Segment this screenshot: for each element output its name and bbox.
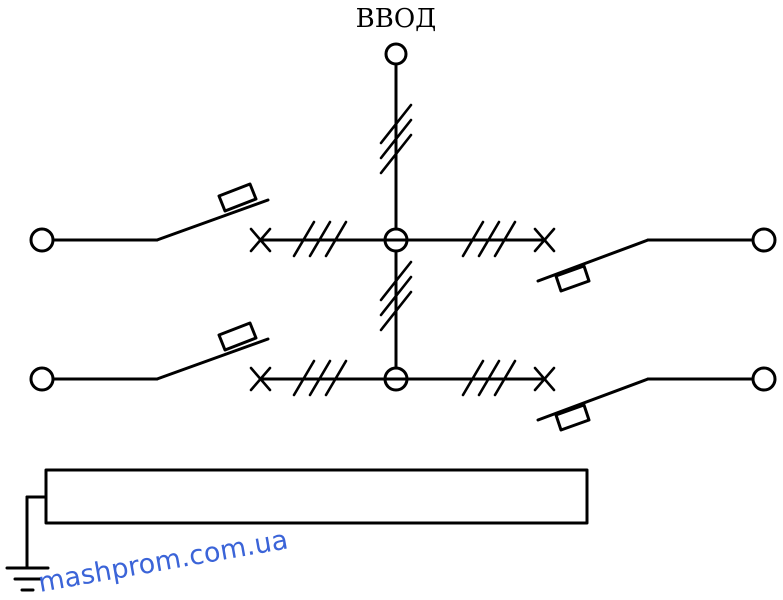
cabinet-enclosure (44, 468, 589, 525)
input-label: ВВОД (356, 4, 437, 34)
lower-left-branch (249, 359, 387, 397)
lower-right-breaker (536, 377, 754, 432)
upper-left-branch (249, 220, 387, 258)
input-terminal (384, 42, 408, 66)
lower-right-branch (405, 359, 556, 397)
watermark-text: mashprom.com.ua (36, 524, 291, 598)
vertical-feeder-upper (379, 62, 413, 232)
upper-bus-node (383, 227, 409, 253)
vertical-feeder-lower (379, 248, 413, 370)
lower-bus-node (383, 366, 409, 392)
upper-right-branch (405, 220, 556, 258)
upper-right-terminal (751, 227, 777, 253)
lower-right-terminal (751, 366, 777, 392)
upper-left-terminal (29, 227, 55, 253)
ground-symbol (5, 495, 50, 592)
lower-left-terminal (29, 366, 55, 392)
upper-left-breaker (52, 182, 270, 242)
upper-right-breaker (536, 238, 754, 293)
lower-left-breaker (52, 321, 270, 381)
